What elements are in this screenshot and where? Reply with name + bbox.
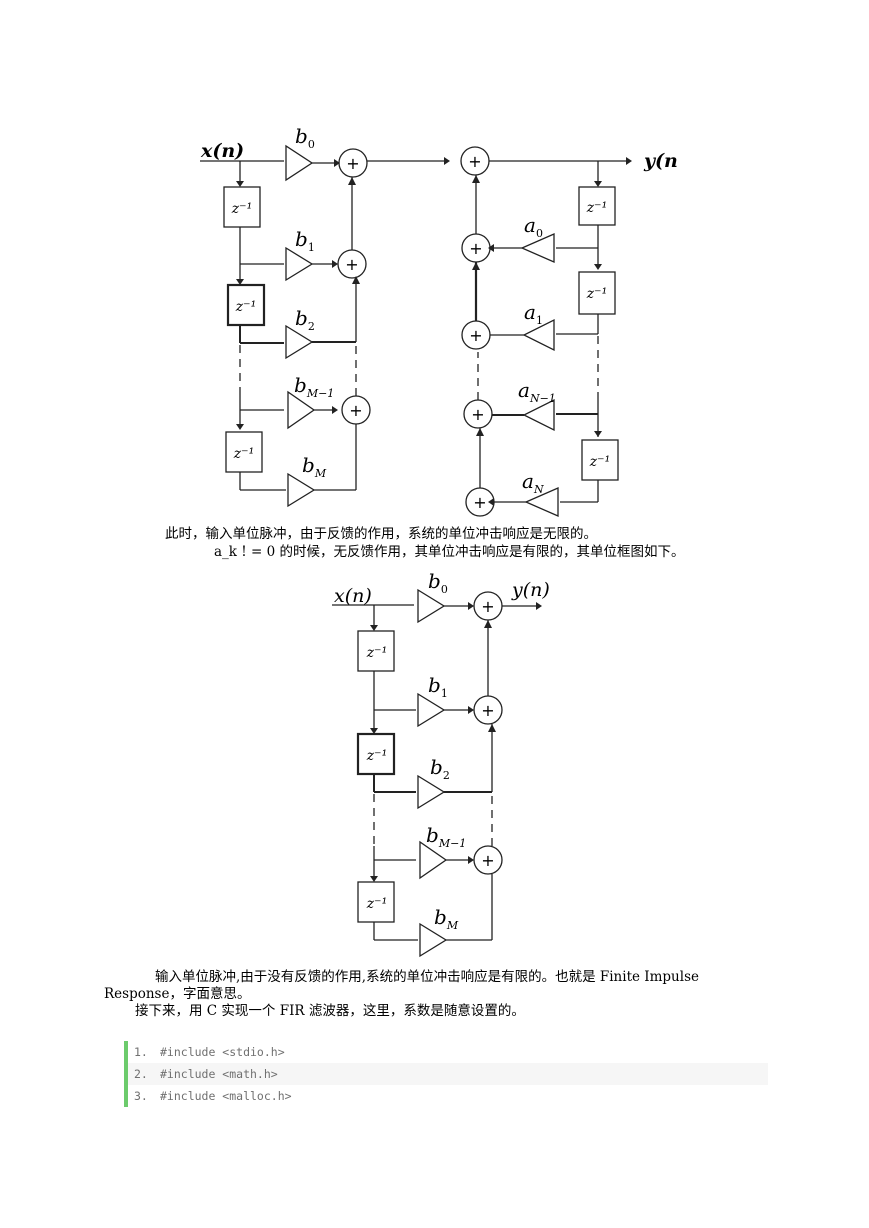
input-label: x(n) [334, 585, 372, 607]
adder-plus: + [349, 401, 362, 420]
coeff-b0: b0 [295, 124, 315, 151]
paragraph-iir-note: 此时，输入单位脉冲，由于反馈的作用，系统的单位冲击响应是无限的。 [165, 526, 597, 542]
coeff-aN-1: aN−1 [518, 378, 556, 405]
coeff-aN: aN [522, 469, 544, 496]
output-label: y(n) [511, 579, 550, 601]
delay-label: z⁻¹ [586, 286, 607, 302]
adder-plus: + [469, 326, 482, 345]
code-line: 1. #include <stdio.h> [128, 1041, 768, 1063]
coeff-bM-1: bM−1 [294, 373, 334, 400]
coeff-b1: b1 [295, 227, 315, 254]
output-label: y(n [643, 150, 678, 172]
code-line: 3. #include <malloc.h> [128, 1085, 768, 1107]
delay-label: z⁻¹ [589, 454, 610, 470]
paragraph-fir-desc-cont: Response，字面意思。 [104, 986, 251, 1002]
delay-label: z⁻¹ [366, 748, 387, 764]
coeff-bM: bM [434, 905, 459, 932]
code-line: 2. #include <math.h> [128, 1063, 768, 1085]
adder-plus: + [468, 152, 481, 171]
adder-plus: + [481, 851, 494, 870]
delay-label: z⁻¹ [586, 200, 607, 216]
paragraph-fir-desc: 输入单位脉冲,由于没有反馈的作用,系统的单位冲击响应是有限的。也就是 Finit… [155, 969, 699, 985]
coeff-b0: b0 [428, 569, 448, 596]
coeff-b2: b2 [430, 755, 450, 782]
fir-block-diagram: + + + x(n) y(n) z⁻¹ z⁻¹ z⁻¹ b0 b1 b2 bM−… [332, 569, 550, 958]
coeff-a0: a0 [524, 213, 543, 240]
adder-plus: + [346, 154, 359, 173]
iir-block-diagram: + + + + + + + + x(n) y(n z⁻¹ z⁻¹ z⁻¹ z⁻¹… [200, 124, 678, 517]
line-number: 2. [134, 1067, 148, 1081]
adder-plus: + [469, 239, 482, 258]
code-text: #include <stdio.h> [160, 1045, 285, 1059]
delay-label: z⁻¹ [235, 299, 256, 315]
adder-plus: + [471, 405, 484, 424]
code-text: #include <math.h> [160, 1067, 278, 1081]
adder-plus: + [481, 597, 494, 616]
paragraph-c-impl: 接下来，用 C 实现一个 FIR 滤波器，这里，系数是随意设置的。 [135, 1003, 525, 1019]
adder-plus: + [345, 255, 358, 274]
coeff-a1: a1 [524, 300, 543, 327]
coeff-bM: bM [302, 453, 327, 480]
code-text: #include <malloc.h> [160, 1089, 292, 1103]
paragraph-fir-intro: a_k ! = 0 的时候，无反馈作用，其单位冲击响应是有限的，其单位框图如下。 [214, 544, 685, 560]
input-label: x(n) [200, 140, 244, 162]
delay-label: z⁻¹ [366, 896, 387, 912]
adder-plus: + [481, 701, 494, 720]
coeff-b1: b1 [428, 673, 448, 700]
code-block: 1. #include <stdio.h> 2. #include <math.h>… [124, 1041, 768, 1107]
adder-plus: + [473, 493, 486, 512]
coeff-bM-1: bM−1 [426, 823, 466, 850]
coeff-b2: b2 [295, 306, 315, 333]
line-number: 3. [134, 1089, 148, 1103]
delay-label: z⁻¹ [231, 201, 252, 217]
delay-label: z⁻¹ [233, 446, 254, 462]
delay-label: z⁻¹ [366, 645, 387, 661]
line-number: 1. [134, 1045, 148, 1059]
